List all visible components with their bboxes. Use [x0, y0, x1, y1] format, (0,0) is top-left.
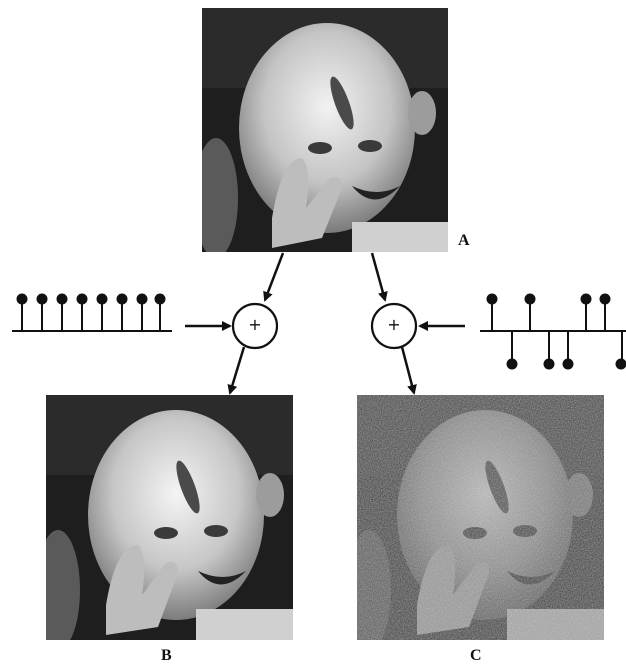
- pulse-train-constant: [12, 295, 172, 332]
- pulse-train-random-sign: [480, 295, 626, 369]
- adder-right-symbol: +: [386, 315, 402, 334]
- adder-left-symbol: +: [247, 315, 263, 334]
- arrow-left-adder-to-b: [230, 347, 244, 393]
- arrow-right-adder-to-c: [402, 347, 414, 393]
- arrow-a-to-right-adder: [372, 253, 385, 300]
- arrow-a-to-left-adder: [265, 253, 283, 300]
